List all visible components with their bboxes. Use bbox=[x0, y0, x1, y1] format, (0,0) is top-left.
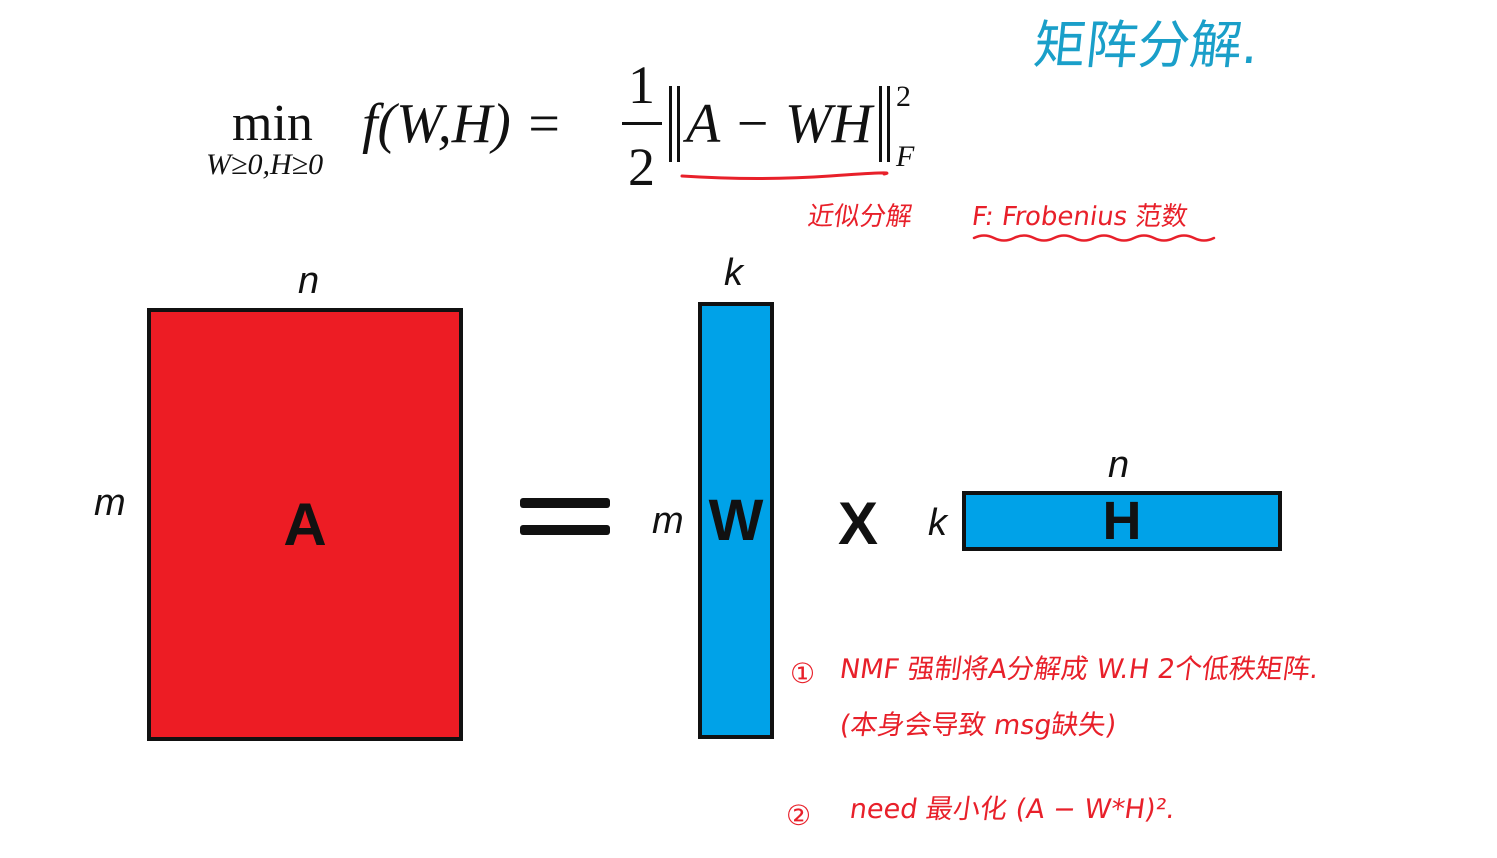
matrix-a-label: A bbox=[283, 490, 327, 558]
formula-fraction-denominator: 2 bbox=[628, 137, 655, 197]
annotation-frobenius: F: Frobenius 范数 bbox=[969, 202, 1190, 232]
note-1-text: NMF 强制将A分解成 W.H 2个低秩矩阵. bbox=[837, 654, 1321, 685]
matrix-h-rows-label: k bbox=[928, 502, 947, 544]
norm-right-bar bbox=[879, 86, 882, 162]
matrix-h-label: H bbox=[1102, 491, 1142, 551]
matrix-w-cols-label: k bbox=[724, 252, 743, 294]
matrix-w-label: W bbox=[708, 487, 764, 553]
note-1-paren: (本身会导致 msg缺失) bbox=[837, 710, 1119, 741]
norm-right-bar bbox=[887, 86, 890, 162]
formula-subscript: F bbox=[896, 140, 915, 173]
formula-norm-body: A − WH bbox=[686, 93, 873, 155]
note-1-marker: ① bbox=[790, 657, 816, 690]
formula-fraction-numerator: 1 bbox=[628, 55, 655, 115]
formula-min: min bbox=[232, 95, 313, 152]
matrix-a-rows-label: m bbox=[94, 482, 126, 524]
annotation-approx: 近似分解 bbox=[805, 202, 915, 232]
times-sign: X bbox=[838, 490, 879, 557]
norm-left-bar bbox=[677, 86, 680, 162]
note-2-marker: ② bbox=[786, 799, 812, 832]
equals-bar-top bbox=[520, 498, 610, 508]
formula-constraint: W≥0,H≥0 bbox=[206, 148, 324, 181]
matrix-a-cols-label: n bbox=[298, 260, 320, 302]
formula-fraction-bar bbox=[622, 122, 662, 125]
matrix-h-cols-label: n bbox=[1108, 444, 1130, 486]
matrix-a: A bbox=[147, 308, 463, 741]
equals-bar-bottom bbox=[520, 525, 610, 535]
formula-exponent: 2 bbox=[896, 80, 911, 113]
matrix-w: W bbox=[698, 302, 774, 739]
note-2-text: need 最小化 (A − W*H)². bbox=[847, 794, 1178, 825]
norm-left-bar bbox=[669, 86, 672, 162]
formula-lhs: f(W,H) = bbox=[362, 93, 563, 155]
matrix-h: H bbox=[962, 491, 1282, 551]
matrix-w-rows-label: m bbox=[652, 500, 684, 542]
